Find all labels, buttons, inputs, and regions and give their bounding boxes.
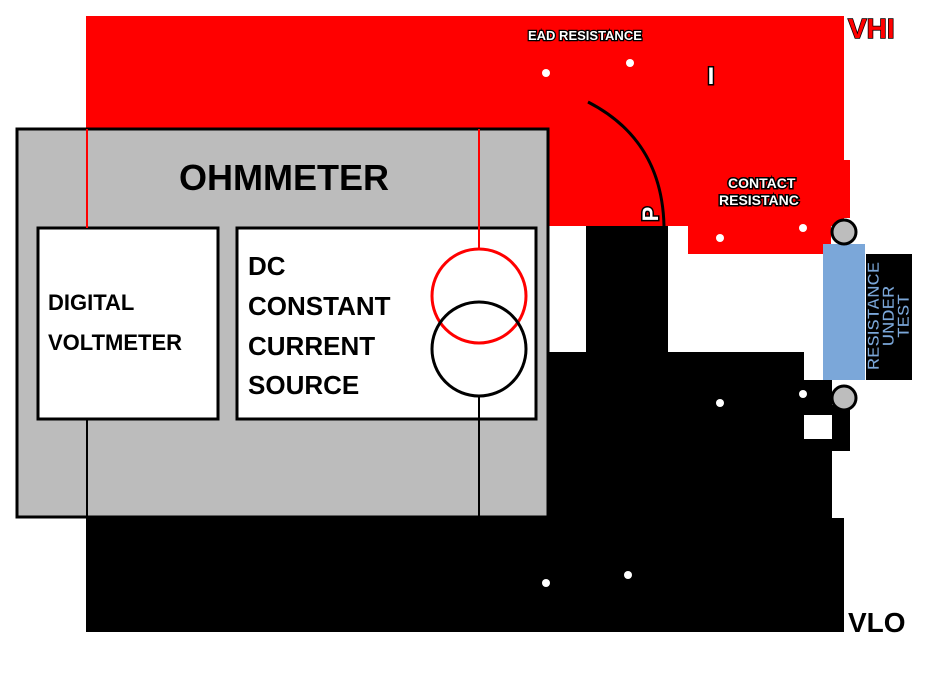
voltmeter-label-line2: VOLTMETER bbox=[48, 330, 182, 355]
source-label-line3: CURRENT bbox=[248, 331, 375, 361]
hi-terminal bbox=[830, 218, 858, 246]
node-dot bbox=[542, 579, 550, 587]
node-dot bbox=[799, 224, 807, 232]
node-dot bbox=[542, 69, 550, 77]
node-dot bbox=[624, 571, 632, 579]
node-dot bbox=[799, 390, 807, 398]
ohmmeter-title: OHMMETER bbox=[179, 157, 389, 198]
v-lo-label: VLO bbox=[848, 607, 906, 638]
node-dot bbox=[626, 59, 634, 67]
lo-gap-notch-2 bbox=[804, 415, 832, 439]
hi-contact-block bbox=[688, 170, 831, 254]
source-label-line2: CONSTANT bbox=[248, 291, 391, 321]
current-source-circle-lo bbox=[430, 300, 528, 398]
lo-lead-block-left bbox=[586, 226, 668, 356]
rut-label-line2: UNDER bbox=[879, 286, 898, 346]
current-i-label: I bbox=[708, 63, 715, 90]
node-dot bbox=[716, 234, 724, 242]
node-dot bbox=[716, 399, 724, 407]
contact-resistance-label-line2: RESISTANC bbox=[719, 192, 799, 208]
lead-resistance-label: EAD RESISTANCE bbox=[528, 28, 642, 43]
contact-resistance-label-line1: CONTACT bbox=[728, 175, 796, 191]
lo-terminal bbox=[830, 384, 858, 412]
rut-label-line3: TEST bbox=[894, 294, 913, 338]
rut-label-line1: RESISTANCE bbox=[864, 262, 883, 370]
resistance-under-test bbox=[823, 244, 865, 380]
current-source-box bbox=[235, 226, 538, 421]
lo-bottom-band bbox=[86, 518, 844, 632]
current-loop-arc bbox=[587, 100, 666, 227]
source-label-line4: SOURCE bbox=[248, 370, 359, 400]
lo-terminal-tab bbox=[832, 405, 850, 451]
v-hi-label: VHI bbox=[848, 13, 895, 44]
rut-label-group: RESISTANCE UNDER TEST bbox=[864, 262, 914, 371]
source-label-line1: DC bbox=[248, 251, 286, 281]
current-source-circle-hi bbox=[430, 247, 528, 345]
rut-label-backing bbox=[866, 254, 912, 380]
hi-terminal-tab bbox=[832, 160, 850, 218]
voltmeter-box bbox=[36, 226, 220, 421]
loop-p-label: P bbox=[638, 207, 663, 222]
voltmeter-label-line1: DIGITAL bbox=[48, 290, 134, 315]
